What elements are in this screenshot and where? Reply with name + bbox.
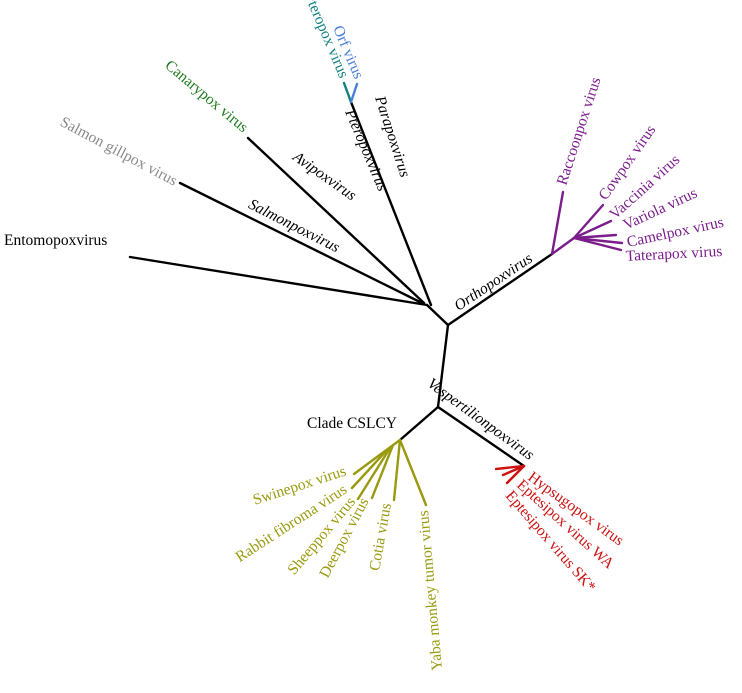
branch-raccoonpox bbox=[550, 190, 565, 256]
branch-rabbit-fibroma bbox=[350, 448, 389, 490]
genus-label-avipoxvirus: Avipoxvirus bbox=[289, 148, 360, 204]
branch-entomopox bbox=[128, 255, 429, 307]
branch-pteropox-virus bbox=[342, 81, 353, 104]
branch-vespertilionpox bbox=[436, 405, 526, 468]
taxon-raccoonpox-virus: Raccoonpox virus bbox=[554, 75, 605, 187]
branch-vaccinia bbox=[572, 219, 613, 240]
branch-pteropox bbox=[349, 100, 433, 307]
branch-taterapox bbox=[572, 236, 623, 252]
branch-orf-virus bbox=[349, 82, 359, 104]
branch-deerpox bbox=[370, 443, 395, 500]
taxon-salmon-gillpox-virus: Salmon gillpox virus bbox=[57, 113, 180, 189]
branch-salmonpox bbox=[178, 181, 424, 305]
branch-eptesipox-wa bbox=[501, 464, 526, 477]
genus-label-vespertilionpoxvirus: Vespertilionpoxvirus bbox=[424, 375, 537, 464]
leaf-branches bbox=[342, 81, 624, 507]
branch-core-to-hub bbox=[425, 303, 450, 327]
taxon-yaba-monkey-tumor-virus: Yaba monkey tumor virus bbox=[415, 510, 446, 672]
taxon-entomopoxvirus: Entomopoxvirus bbox=[4, 232, 107, 249]
branch-eptesipox-sk bbox=[505, 464, 526, 485]
taxon-cotia-virus: Cotia virus bbox=[366, 502, 395, 572]
backbone-branches bbox=[128, 100, 554, 468]
branch-sheeppox bbox=[356, 446, 392, 501]
genus-label-orthopoxvirus: Orthopoxvirus bbox=[451, 250, 535, 315]
branch-yaba bbox=[398, 438, 428, 507]
branch-cowpox bbox=[572, 203, 605, 240]
branch-cslcy bbox=[398, 405, 440, 442]
branch-avipox bbox=[246, 136, 426, 305]
branch-cotia bbox=[392, 438, 402, 502]
taxa-labels: Entomopoxvirus Salmon gillpox virus Cana… bbox=[4, 0, 725, 671]
branch-variola bbox=[572, 233, 618, 240]
taxon-taterapox-virus: Taterapox virus bbox=[625, 243, 722, 265]
branch-hypsugopox bbox=[494, 464, 526, 471]
branch-orthopox bbox=[446, 252, 554, 327]
clade-label-cslcy: Clade CSLCY bbox=[307, 415, 397, 432]
genus-label-salmonpoxvirus: Salmonpoxvirus bbox=[246, 196, 343, 256]
taxon-canarypox-virus: Canarypox virus bbox=[162, 57, 252, 136]
branch-core bbox=[436, 323, 450, 409]
branch-orthopox-inner bbox=[550, 236, 576, 256]
genus-labels: Avipoxvirus Salmonpoxvirus Pteropoxvirus… bbox=[246, 93, 538, 464]
